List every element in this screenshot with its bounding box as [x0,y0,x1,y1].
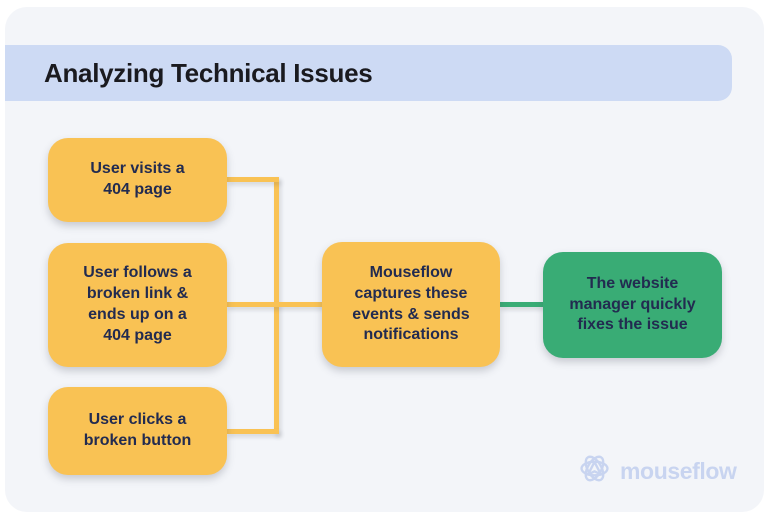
connector-visit-404 [226,177,279,182]
node-user-clicks-broken-button: User clicks a broken button [48,387,227,475]
node-website-manager-fixes-issue: The website manager quickly fixes the is… [543,252,722,358]
connector-broken-button [226,429,279,434]
page-title: Analyzing Technical Issues [44,57,373,88]
connector-capture-to-fix [499,302,545,307]
node-user-follows-broken-link: User follows a broken link & ends up on … [48,243,227,367]
mouseflow-atom-icon [576,450,613,492]
title-banner: Analyzing Technical Issues [5,45,732,101]
mouseflow-logo-text: mouseflow [620,457,737,484]
mouseflow-logo: mouseflow [576,449,737,493]
node-mouseflow-captures-events: Mouseflow captures these events & sends … [322,242,500,367]
node-user-visits-404-page: User visits a 404 page [48,138,227,222]
connector-broken-link-to-capture [226,302,324,307]
